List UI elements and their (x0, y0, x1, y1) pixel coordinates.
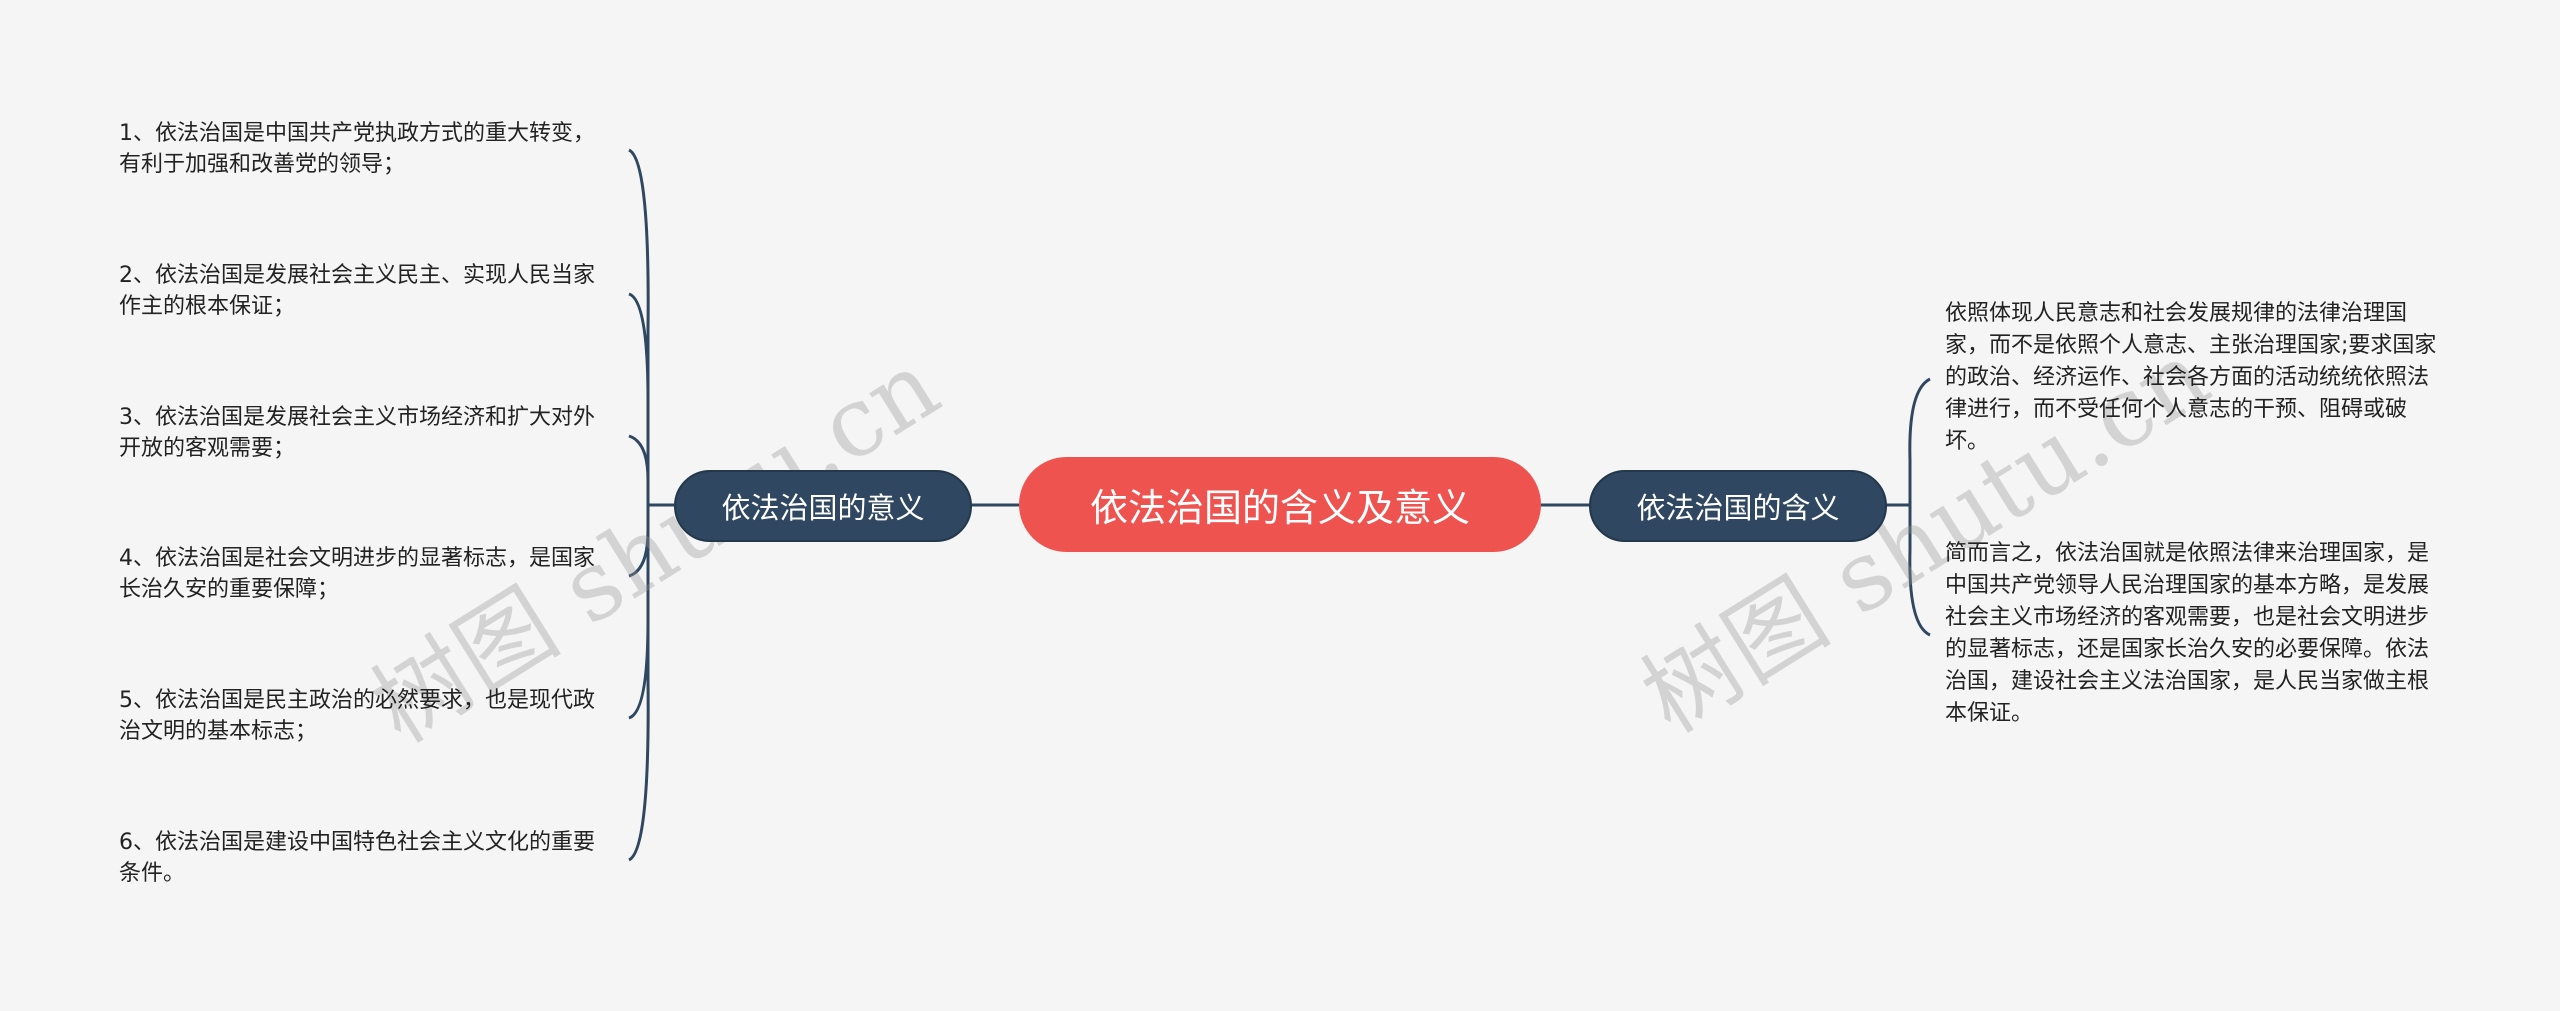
leaf-item[interactable]: 5、依法治国是民主政治的必然要求，也是现代政治文明的基本标志； (119, 688, 595, 744)
central-topic[interactable]: 依法治国的含义及意义 (1019, 457, 1541, 552)
central-topic-label: 依法治国的含义及意义 (1089, 486, 1470, 530)
leaf-item[interactable]: 6、依法治国是建设中国特色社会主义文化的重要条件。 (119, 830, 595, 886)
leaf-item[interactable]: 依照体现人民意志和社会发展规律的法律治理国家，而不是依照个人意志、主张治理国家;… (1945, 301, 2437, 454)
branch-label: 依法治国的含义 (1636, 491, 1840, 525)
leaf-item[interactable]: 2、依法治国是发展社会主义民主、实现人民当家作主的根本保证； (119, 263, 595, 319)
leaf-item[interactable]: 3、依法治国是发展社会主义市场经济和扩大对外开放的客观需要； (119, 405, 595, 461)
leaf-item[interactable]: 1、依法治国是中国共产党执政方式的重大转变，有利于加强和改善党的领导； (119, 121, 595, 177)
branch-significance[interactable]: 依法治国的意义 (674, 470, 972, 542)
branch-label: 依法治国的意义 (721, 491, 925, 525)
branch-meaning[interactable]: 依法治国的含义 (1589, 470, 1887, 542)
leaf-item[interactable]: 简而言之，依法治国就是依照法律来治理国家，是中国共产党领导人民治理国家的基本方略… (1945, 541, 2430, 726)
leaf-item[interactable]: 4、依法治国是社会文明进步的显著标志，是国家长治久安的重要保障； (119, 546, 595, 602)
